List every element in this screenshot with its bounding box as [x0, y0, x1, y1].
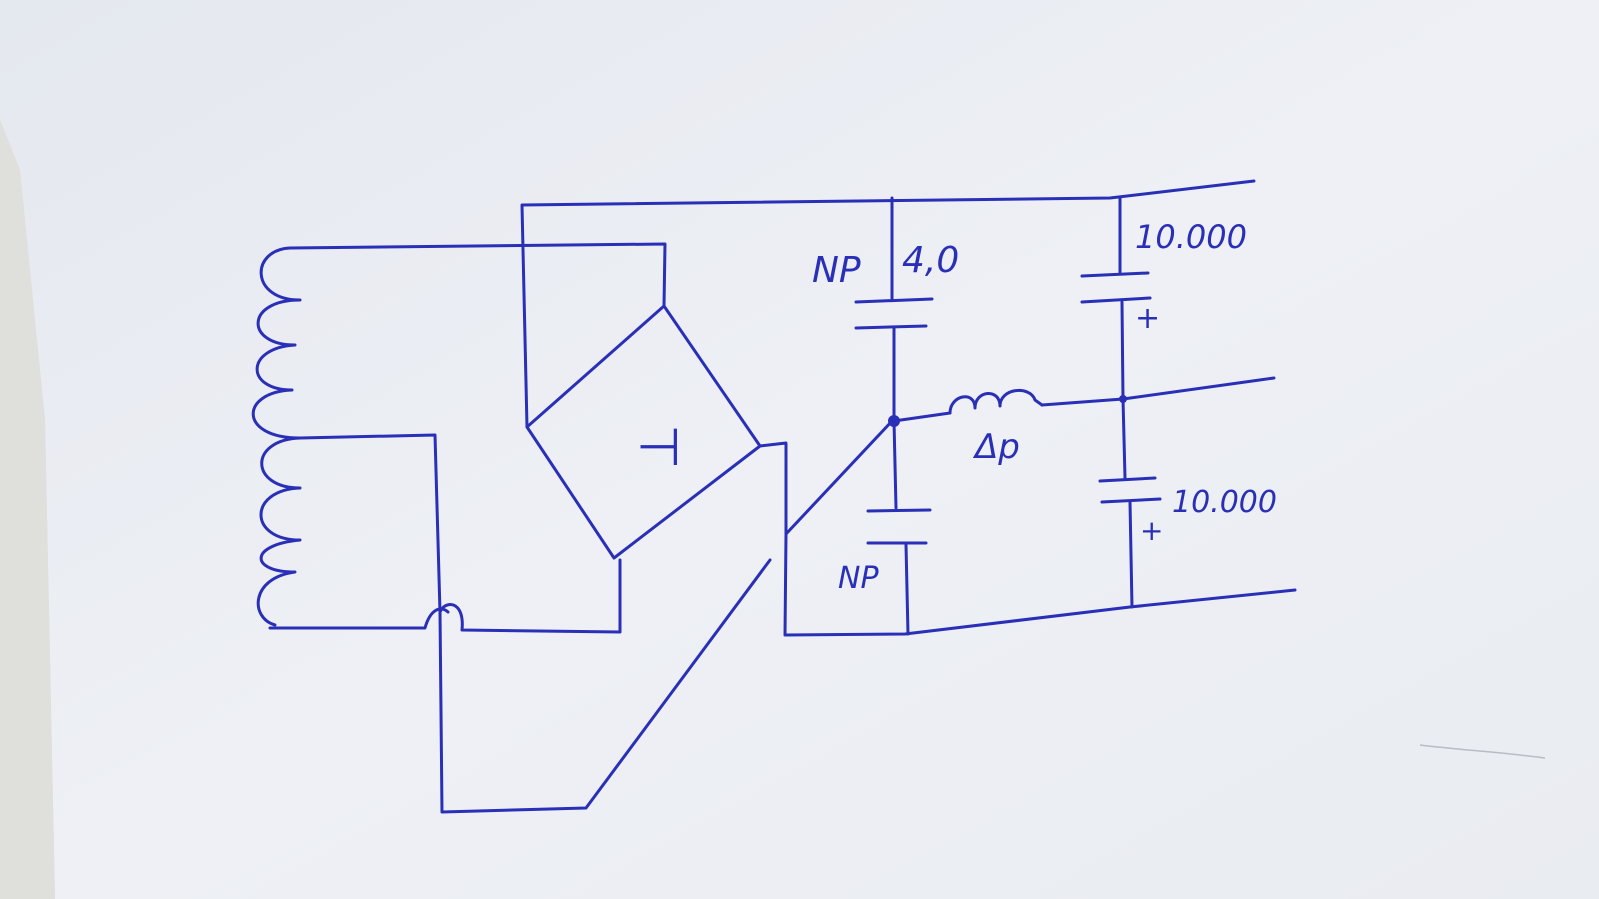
cap-c1-plate-2	[1080, 296, 1152, 304]
wire-ground-bus	[783, 532, 1297, 637]
junction-node-left	[888, 415, 900, 427]
inductor-coil	[948, 389, 1044, 415]
wire-to-inductor	[892, 411, 952, 423]
bridge-rectifier	[525, 304, 762, 560]
cap-c2-plate-1	[1098, 476, 1157, 483]
label-c2-value: 10.000	[1172, 485, 1277, 520]
cap-c1-plate-1	[1080, 271, 1150, 278]
wire-np-bottom-down	[904, 543, 910, 636]
label-c1-polarity: +	[1135, 301, 1160, 336]
wire-coil-top-to-bridge	[288, 242, 667, 308]
cap-c2-plate-2	[1100, 497, 1162, 504]
wire-to-junction	[784, 419, 894, 536]
wire-c2-down	[1128, 500, 1134, 609]
label-np-top: NP	[812, 250, 861, 291]
wire-np-bottom	[892, 419, 898, 510]
label-c2-polarity: +	[1140, 514, 1163, 547]
wire-c2-top	[1121, 397, 1127, 480]
wire-coil-bottom	[268, 607, 450, 630]
wire-bridge-right	[758, 441, 788, 536]
label-np-bottom: NP	[838, 561, 879, 596]
wire-c1-down	[1120, 300, 1125, 401]
cap-np-bottom-plate-1	[866, 508, 932, 513]
label-inductor: Δp	[972, 427, 1020, 467]
label-c1-value: 10.000	[1135, 218, 1247, 256]
cap-np-top-plate-1	[854, 297, 934, 304]
cap-np-top-plate-2	[854, 324, 928, 330]
wire-lower-loop	[438, 558, 772, 814]
stray-mark	[1419, 744, 1546, 759]
table-edge	[0, 120, 55, 899]
label-bridge-symbol: ⊣	[636, 418, 681, 478]
label-cap-top-value: 4,0	[902, 240, 959, 281]
wire-bridge-left-to-top	[520, 179, 1256, 429]
junction-node-right	[1119, 395, 1127, 403]
